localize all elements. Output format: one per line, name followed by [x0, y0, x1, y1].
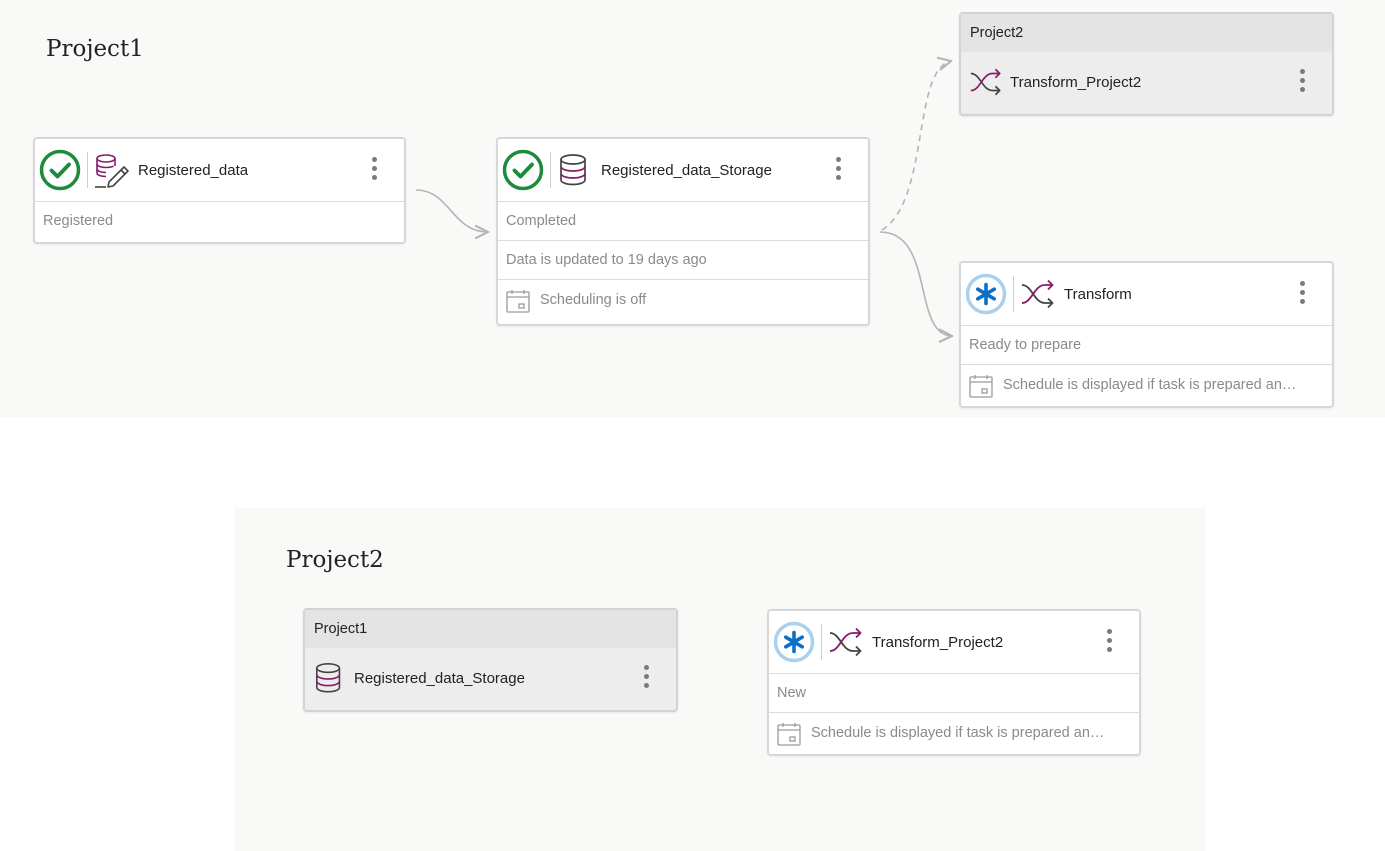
more-options-icon[interactable]	[370, 157, 378, 183]
calendar-icon	[506, 289, 530, 313]
more-options-icon[interactable]	[1298, 281, 1306, 307]
link-registered-to-storage	[415, 189, 488, 232]
transform-icon	[1020, 276, 1056, 312]
schedule-row[interactable]: Schedule is displayed if task is prepare…	[769, 713, 1139, 754]
external-task-row: Transform_Project2	[961, 52, 1332, 112]
more-options-icon[interactable]	[834, 157, 842, 183]
card-title[interactable]: Transform_Project2	[1010, 73, 1142, 91]
project1-title: Project1	[46, 36, 144, 62]
calendar-icon	[777, 722, 801, 746]
status-text: Ready to prepare	[961, 326, 1332, 365]
card-title[interactable]: Transform_Project2	[872, 633, 1004, 651]
status-text: New	[769, 674, 1139, 713]
link-storage-to-transform	[879, 231, 952, 336]
card-title[interactable]: Transform	[1064, 285, 1132, 303]
link-storage-to-external-project2	[881, 61, 951, 231]
more-options-icon[interactable]	[642, 665, 650, 691]
card-title[interactable]: Registered_data_Storage	[354, 669, 525, 687]
calendar-icon	[969, 374, 993, 398]
status-text: Registered	[43, 213, 114, 229]
storage-card[interactable]: Registered_data_Storage Completed Data i…	[496, 137, 870, 326]
card-header: Transform	[961, 263, 1332, 326]
check-circle-icon	[502, 149, 544, 191]
transform-icon	[969, 65, 1003, 99]
schedule-text: Scheduling is off	[540, 292, 647, 308]
schedule-row[interactable]: Scheduling is off	[498, 280, 868, 321]
more-options-icon[interactable]	[1105, 629, 1113, 655]
transform-icon	[828, 624, 864, 660]
card-header: Transform_Project2	[769, 611, 1139, 674]
external-project2-card[interactable]: Project2 Transform_Project2	[959, 12, 1334, 116]
status-text: Completed	[498, 202, 868, 241]
database-icon	[313, 661, 347, 695]
card-header: Registered_data_Storage	[498, 139, 868, 202]
external-project-label: Project1	[305, 610, 676, 648]
card-title[interactable]: Registered_data_Storage	[601, 161, 772, 179]
card-title[interactable]: Registered_data	[138, 161, 249, 179]
card-header: Registered_data	[35, 139, 404, 202]
asterisk-circle-icon	[773, 621, 815, 663]
transform-project2-card[interactable]: Transform_Project2 New Schedule is displ…	[767, 609, 1141, 756]
external-task-row: Registered_data_Storage	[305, 648, 676, 708]
external-project-label: Project2	[961, 14, 1332, 52]
database-edit-icon	[94, 152, 130, 188]
divider	[550, 152, 551, 188]
schedule-text: Schedule is displayed if task is prepare…	[811, 725, 1105, 741]
divider	[821, 624, 822, 660]
external-project1-card[interactable]: Project1 Registered_data_Storage	[303, 608, 678, 712]
asterisk-circle-icon	[965, 273, 1007, 315]
project2-title: Project2	[286, 547, 384, 573]
registered-data-card[interactable]: Registered_data Registered	[33, 137, 406, 244]
divider	[1013, 276, 1014, 312]
update-text: Data is updated to 19 days ago	[498, 241, 868, 280]
database-icon	[557, 152, 593, 188]
schedule-text: Schedule is displayed if task is prepare…	[1003, 377, 1297, 393]
transform-card[interactable]: Transform Ready to prepare Schedule is d…	[959, 261, 1334, 408]
check-circle-icon	[39, 149, 81, 191]
schedule-row[interactable]: Schedule is displayed if task is prepare…	[961, 365, 1332, 406]
more-options-icon[interactable]	[1298, 69, 1306, 95]
divider	[87, 152, 88, 188]
